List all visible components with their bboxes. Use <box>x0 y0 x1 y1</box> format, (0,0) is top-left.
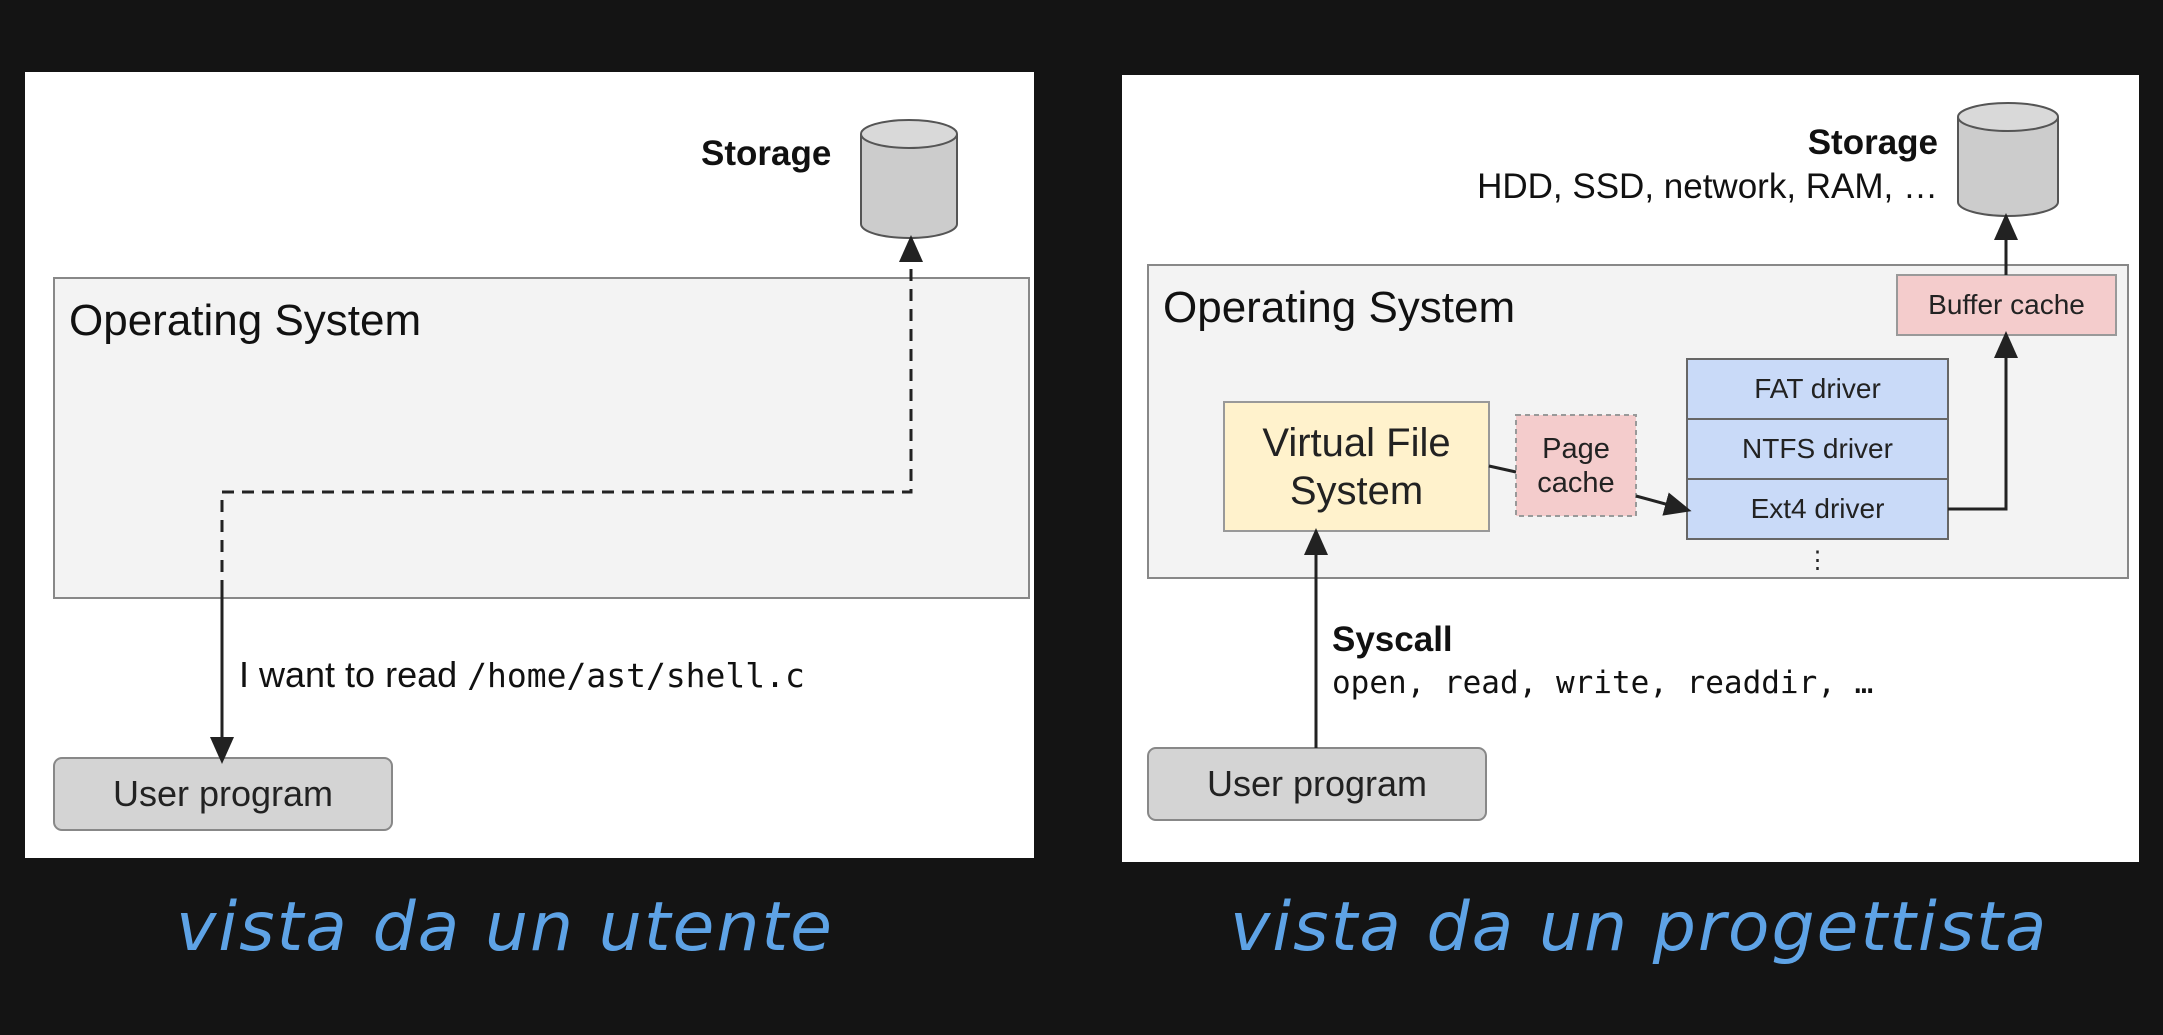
fat-driver-label: FAT driver <box>1754 373 1881 404</box>
storage-icon <box>860 119 958 239</box>
buffer-cache-box <box>1896 274 2117 336</box>
more-drivers-ellipsis: ⋮ <box>1805 546 1830 574</box>
ext4-driver-box <box>1686 478 1949 540</box>
vfs-to-page-cache-line <box>1488 464 1517 474</box>
page-cache-label: Page cache <box>1537 432 1615 499</box>
ntfs-driver-box <box>1686 418 1949 480</box>
syscall-list: open, read, write, readdir, … <box>1332 665 1874 701</box>
ntfs-driver-label: NTFS driver <box>1742 433 1893 464</box>
storage-label: Storage <box>1807 123 1938 162</box>
vfs-box <box>1223 401 1490 532</box>
storage-icon <box>1957 102 2059 217</box>
read-request-prefix: I want to read <box>239 654 468 695</box>
dashed-read-path <box>220 235 923 592</box>
storage-types-text: HDD, SSD, network, RAM, … <box>1477 167 1938 206</box>
user-view-panel: Storage Operating System I want to read … <box>25 72 1034 858</box>
ext4-driver-label: Ext4 driver <box>1750 493 1885 524</box>
user-view-caption: vista da un utente <box>176 888 834 967</box>
read-request-path: /home/ast/shell.c <box>467 656 805 695</box>
driver-to-buffer-cache-arrow <box>1948 331 2018 511</box>
vfs-label: Virtual File System <box>1262 420 1451 513</box>
syscall-title: Syscall <box>1332 620 1453 659</box>
storage-label: Storage <box>701 134 832 173</box>
user-program-label: User program <box>1206 763 1428 804</box>
read-request-text: I want to read /home/ast/shell.c <box>239 654 805 696</box>
page-cache-box <box>1515 414 1637 517</box>
os-label: Operating System <box>69 296 422 345</box>
designer-view-diagram <box>1147 102 2129 821</box>
user-program-label: User program <box>112 773 334 814</box>
user-view-diagram <box>53 119 1030 831</box>
buffer-cache-label: Buffer cache <box>1928 289 2085 320</box>
os-label: Operating System <box>1163 283 1516 332</box>
os-box <box>53 277 1030 599</box>
fat-driver-box <box>1686 358 1949 420</box>
page-cache-to-driver-arrow <box>1635 492 1692 516</box>
designer-view-caption: vista da un progettista <box>1230 888 2049 967</box>
designer-view-panel: Storage HDD, SSD, network, RAM, … Operat… <box>1122 75 2139 862</box>
